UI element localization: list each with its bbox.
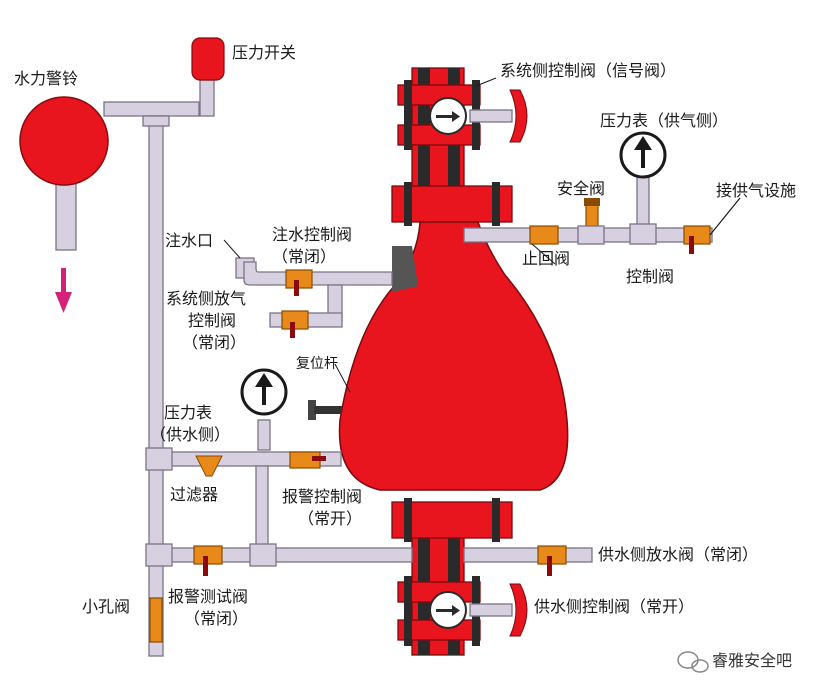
label-fill-control-valve-state: （常闭）	[272, 247, 337, 266]
supply-control-valve	[397, 576, 528, 646]
pressure-switch	[191, 37, 225, 117]
label-control-valve: 控制阀	[626, 267, 675, 286]
gauge-arrow-up-icon	[619, 131, 667, 179]
alarm-control-branch	[145, 447, 342, 563]
label-alarm-test-valve: 报警测试阀	[168, 587, 249, 606]
wechat-icon	[677, 651, 709, 673]
label-alarm-test-valve-state: （常闭）	[184, 609, 249, 628]
label-fill-port: 注水口	[165, 231, 214, 250]
gauge-arrow-up-icon	[240, 368, 288, 451]
water-alarm-bell	[19, 96, 200, 251]
label-fill-control-valve: 注水控制阀	[272, 225, 353, 244]
leader-lines	[223, 77, 556, 393]
reset-lever	[308, 400, 342, 420]
label-supply-drain-valve: 供水侧放水阀（常闭）	[598, 545, 759, 564]
alarm-line-pipe	[148, 115, 164, 657]
label-pressure-gauge-water: 压力表	[164, 403, 213, 422]
fill-port-boss	[392, 246, 418, 292]
label-safety-valve: 安全阀	[557, 179, 606, 198]
label-system-control-valve: 系统侧控制阀（信号阀）	[500, 61, 677, 80]
label-to-air-supply: 接供气设施	[716, 181, 797, 200]
label-check-valve: 止回阀	[522, 249, 571, 268]
watermark-text: 睿雅安全吧	[712, 651, 793, 670]
upper-flange	[391, 182, 513, 226]
label-pressure-gauge-water-side: （供水侧）	[150, 425, 231, 444]
arrow-down-icon	[55, 268, 72, 313]
lower-flange	[391, 498, 513, 542]
label-supply-control-valve: 供水侧控制阀（常开）	[534, 597, 695, 616]
air-supply-line	[463, 173, 741, 254]
label-water-bell: 水力警铃	[14, 69, 79, 88]
label-orifice-valve: 小孔阀	[82, 597, 131, 616]
system-control-valve	[397, 80, 528, 150]
label-reset-lever: 复位杆	[296, 356, 338, 372]
test-drain-lines	[145, 543, 593, 643]
label-pressure-switch: 压力开关	[232, 43, 297, 62]
fill-pipes	[235, 257, 393, 338]
label-vent-valve-state: （常闭）	[182, 333, 247, 352]
label-alarm-control-valve-state: （常开）	[298, 509, 363, 528]
label-pressure-gauge-air: 压力表（供气侧）	[600, 111, 729, 130]
label-strainer: 过滤器	[170, 485, 219, 504]
label-vent-valve-2: 控制阀	[188, 311, 237, 330]
label-alarm-control-valve: 报警控制阀	[282, 487, 363, 506]
label-vent-valve: 系统侧放气	[166, 289, 247, 308]
alarm-line-tee	[142, 115, 170, 127]
